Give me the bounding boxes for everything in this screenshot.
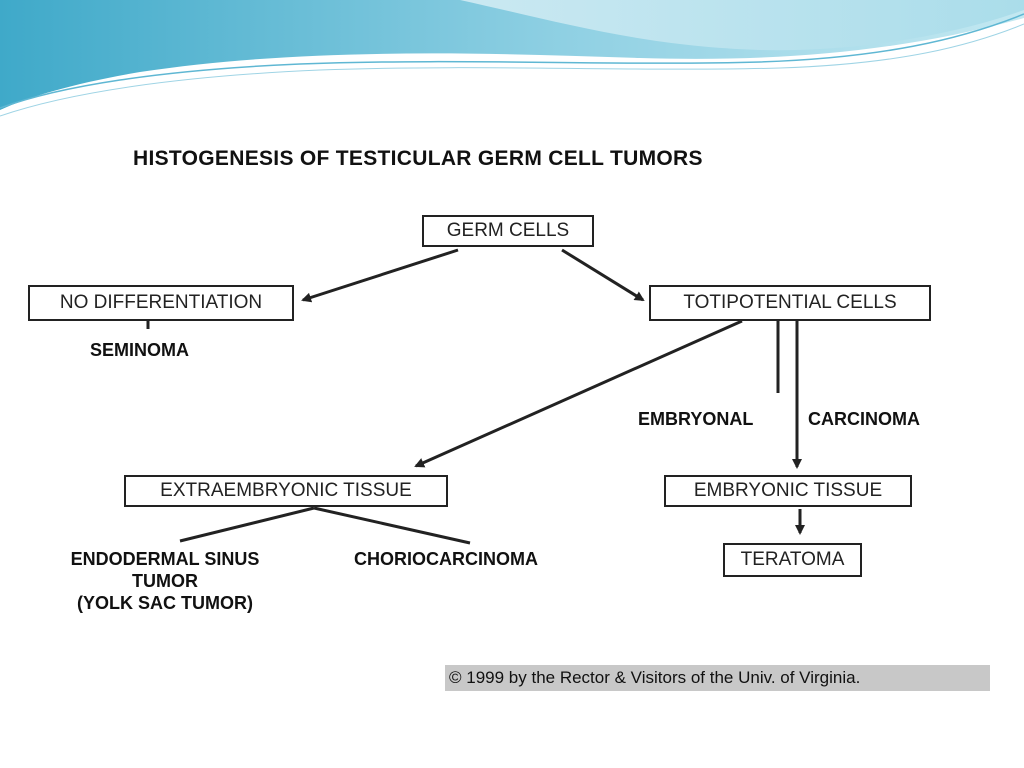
line-extraembryonic-to-chorio — [313, 506, 471, 545]
arrow-germ-to-totipotential — [561, 248, 645, 302]
label-choriocarcinoma: CHORIOCARCINOMA — [354, 549, 538, 569]
endodermal-line-2: TUMOR — [132, 571, 198, 591]
box-extraembryonic-tissue: EXTRAEMBRYONIC TISSUE — [124, 475, 448, 507]
label-seminoma: SEMINOMA — [90, 340, 189, 360]
copyright-notice: © 1999 by the Rector & Visitors of the U… — [445, 665, 990, 691]
header-wave-decoration — [0, 0, 1024, 117]
endodermal-line-1: ENDODERMAL SINUS — [70, 549, 260, 569]
label-endodermal-sinus-tumor: ENDODERMAL SINUS TUMOR (YOLK SAC TUMOR) — [30, 548, 300, 614]
germ-cell-tumor-diagram: HISTOGENESIS OF TESTICULAR GERM CELL TUM… — [0, 143, 990, 691]
diagram-title: HISTOGENESIS OF TESTICULAR GERM CELL TUM… — [133, 147, 703, 170]
box-germ-cells: GERM CELLS — [422, 215, 594, 247]
arrow-germ-to-no-diff — [301, 248, 459, 303]
box-embryonic-tissue: EMBRYONIC TISSUE — [664, 475, 912, 507]
box-totipotential-cells: TOTIPOTENTIAL CELLS — [649, 285, 931, 321]
label-embryonal: EMBRYONAL — [638, 409, 754, 429]
diagram-connectors — [146, 248, 805, 545]
endodermal-line-3: (YOLK SAC TUMOR) — [77, 593, 253, 613]
arrow-totipotential-to-extraembryonic — [414, 319, 743, 468]
line-extraembryonic-to-endodermal — [179, 506, 315, 543]
box-no-differentiation: NO DIFFERENTIATION — [28, 285, 294, 321]
box-teratoma: TERATOMA — [723, 543, 862, 577]
label-carcinoma: CARCINOMA — [808, 409, 920, 429]
